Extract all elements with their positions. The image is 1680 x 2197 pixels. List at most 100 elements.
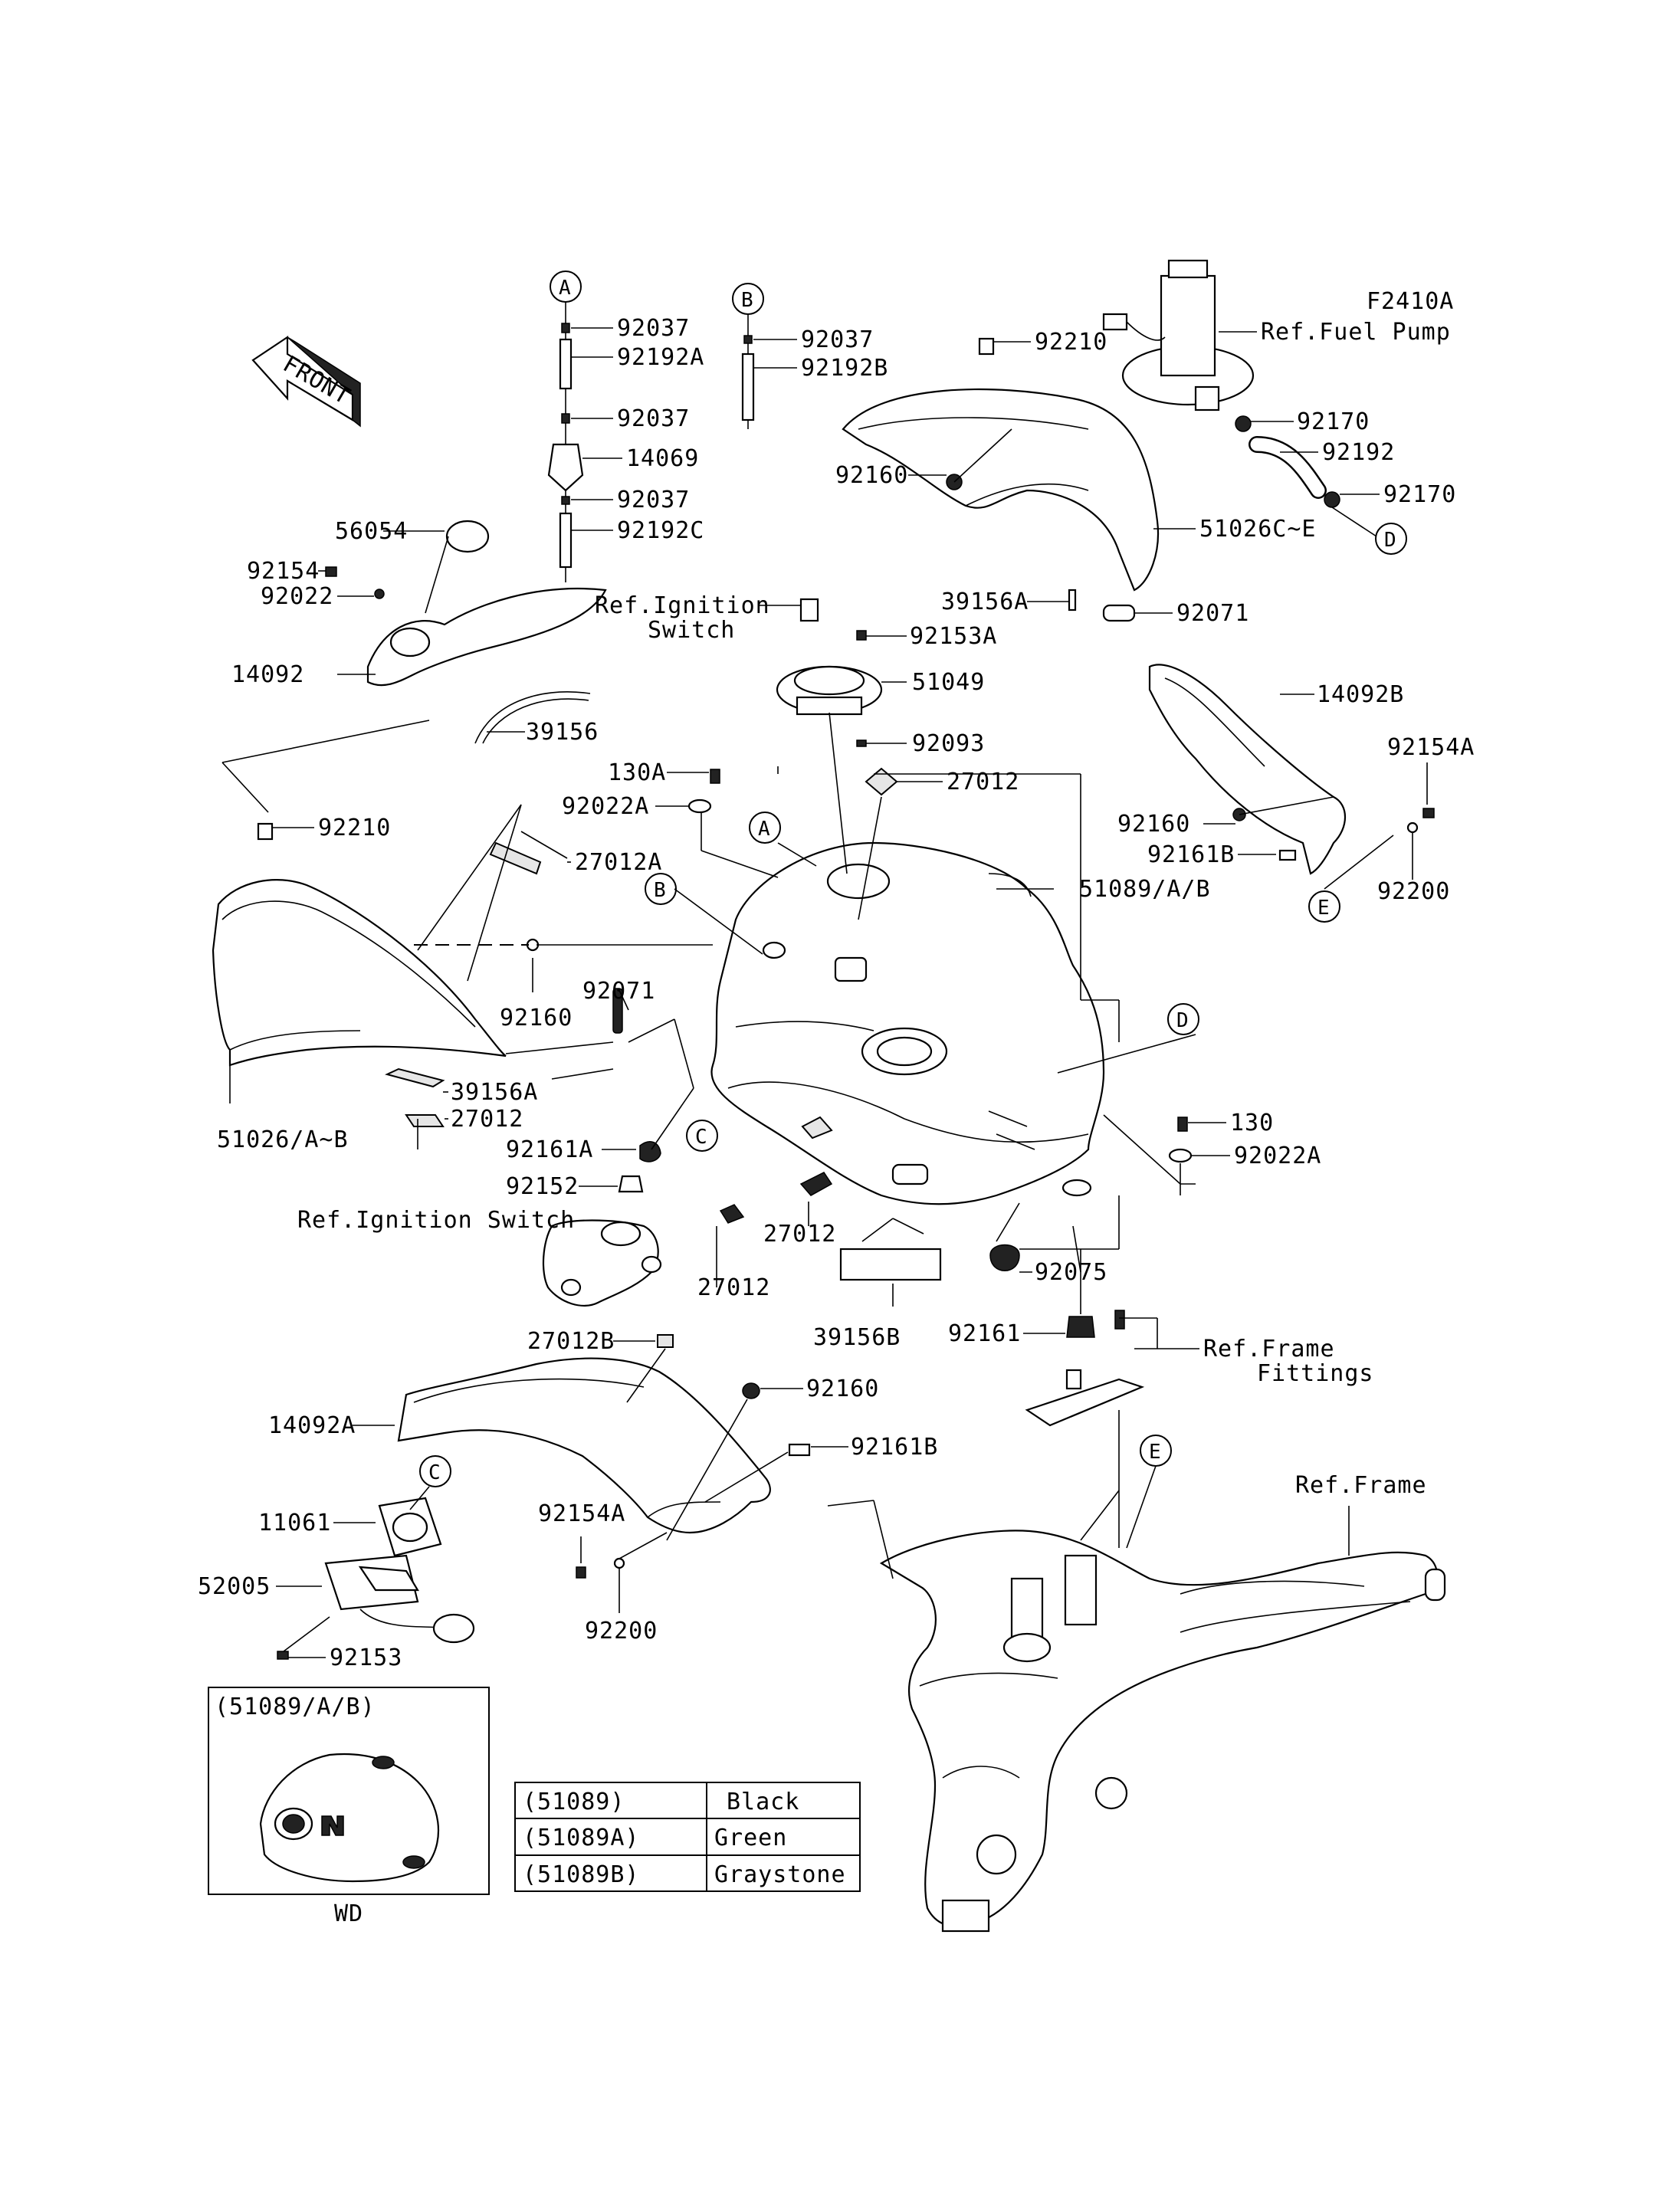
- gasket-11061: [378, 1497, 442, 1557]
- part-14092B: 14092B: [1317, 681, 1404, 708]
- part-56054: 56054: [335, 518, 408, 545]
- ref-frame-fittings-1: Ref.Frame: [1203, 1336, 1335, 1362]
- cover-14092: [366, 587, 607, 687]
- callout-a-top: A: [550, 271, 582, 303]
- frame: [879, 1530, 1446, 1933]
- callout-b-tank: B: [645, 873, 677, 905]
- part-51049: 51049: [912, 669, 985, 696]
- part-92071-top: 92071: [1176, 600, 1249, 627]
- color-table-color-2: Graystone: [714, 1861, 846, 1888]
- side-cover-left: [212, 879, 507, 1067]
- part-92037-a1: 92037: [617, 315, 690, 342]
- part-51026AB: 51026/A~B: [217, 1126, 349, 1153]
- ref-ignition-switch-top-2: Switch: [648, 617, 735, 644]
- tank-wd-illustration: [259, 1753, 440, 1883]
- fuel-pump: [1102, 259, 1255, 412]
- callout-c-bot: C: [419, 1455, 451, 1487]
- part-92154A-bot: 92154A: [538, 1500, 625, 1527]
- ref-ignition-switch-mid: Ref.Ignition Switch: [297, 1207, 575, 1234]
- part-92160-mid: 92160: [500, 1005, 573, 1031]
- part-92210-top: 92210: [1035, 329, 1107, 356]
- callout-d-top: D: [1375, 523, 1407, 555]
- part-14092: 14092: [231, 661, 304, 688]
- svg-text:E: E: [1317, 897, 1330, 920]
- callout-e-right: E: [1308, 890, 1340, 923]
- part-130A: 130A: [608, 759, 666, 786]
- part-39156: 39156: [526, 719, 599, 746]
- color-table: (51089) Black (51089A) Green (51089B) Gr…: [514, 1782, 861, 1892]
- svg-text:E: E: [1149, 1441, 1161, 1464]
- part-92200-bot: 92200: [585, 1618, 658, 1644]
- svg-text:D: D: [1384, 529, 1396, 552]
- part-92037-a2: 92037: [617, 405, 690, 432]
- part-92161B-bot: 92161B: [851, 1434, 938, 1461]
- part-39156A-mid: 39156A: [451, 1079, 538, 1106]
- part-92192A: 92192A: [617, 344, 704, 371]
- part-92161: 92161: [948, 1320, 1021, 1347]
- svg-text:B: B: [741, 289, 753, 312]
- callout-b-top: B: [732, 283, 764, 315]
- color-table-code-2: (51089B): [523, 1861, 640, 1888]
- part-39156A-top: 39156A: [941, 589, 1029, 615]
- tank-cover-top: [842, 337, 1159, 592]
- svg-text:A: A: [758, 818, 770, 841]
- part-92075: 92075: [1035, 1259, 1107, 1286]
- part-14069: 14069: [626, 445, 699, 472]
- callout-d-mid: D: [1167, 1003, 1199, 1035]
- part-92154: 92154: [247, 558, 320, 585]
- ref-ignition-switch-top-1: Ref.Ignition: [595, 592, 770, 619]
- callout-e-frame: E: [1140, 1435, 1172, 1467]
- part-92022: 92022: [261, 583, 333, 610]
- part-92152: 92152: [506, 1173, 579, 1200]
- inset-caption: WD: [334, 1900, 363, 1927]
- part-92160-right: 92160: [1117, 811, 1190, 838]
- callout-c-mid: C: [686, 1120, 718, 1152]
- part-39156B: 39156B: [813, 1324, 901, 1351]
- part-92210-left: 92210: [318, 815, 391, 841]
- part-92153: 92153: [330, 1644, 402, 1671]
- part-92022A-top: 92022A: [562, 793, 649, 820]
- fuel-tank: [710, 841, 1105, 1205]
- part-92192C: 92192C: [617, 517, 704, 544]
- part-92200-right: 92200: [1377, 878, 1450, 905]
- ref-fuel-pump: Ref.Fuel Pump: [1261, 319, 1451, 346]
- part-92037-b: 92037: [801, 326, 874, 353]
- part-92192: 92192: [1322, 439, 1395, 466]
- part-51026CE: 51026C~E: [1199, 516, 1317, 543]
- gasket-56054: [445, 520, 490, 553]
- part-92154A-right: 92154A: [1387, 734, 1475, 761]
- ref-frame-fittings-2: Fittings: [1257, 1360, 1374, 1387]
- part-52005: 52005: [198, 1573, 271, 1600]
- cover-14092B: [1148, 664, 1346, 875]
- svg-text:A: A: [559, 277, 571, 300]
- seal-39156B: [839, 1248, 942, 1281]
- part-27012A: 27012A: [575, 849, 662, 876]
- breather-hose-b: [741, 314, 755, 429]
- part-130: 130: [1230, 1110, 1274, 1136]
- part-92170-a: 92170: [1297, 408, 1370, 435]
- ref-frame: Ref.Frame: [1295, 1472, 1427, 1499]
- part-51089AB: 51089/A/B: [1079, 876, 1211, 903]
- part-11061: 11061: [258, 1510, 331, 1536]
- part-92160-bot: 92160: [806, 1376, 879, 1402]
- color-table-color-0: Black: [727, 1789, 799, 1815]
- sensor-52005: [324, 1554, 475, 1644]
- part-92160-top: 92160: [835, 462, 908, 489]
- ignition-switch: [542, 1219, 662, 1307]
- breather-hose-a: [547, 302, 584, 582]
- fuel-hose: [1235, 415, 1340, 508]
- seal-39156A-top: [1068, 589, 1077, 612]
- part-27012-top: 27012: [947, 769, 1019, 795]
- part-92192B: 92192B: [801, 355, 888, 382]
- callout-a-tank: A: [749, 812, 781, 844]
- front-arrow-icon: FRONT: [251, 335, 361, 428]
- inset-box: [208, 1687, 490, 1895]
- part-92161B-right: 92161B: [1147, 841, 1235, 868]
- svg-text:C: C: [428, 1461, 441, 1484]
- diagram-code: F2410A: [1367, 288, 1454, 315]
- part-14092A: 14092A: [268, 1412, 356, 1439]
- svg-text:C: C: [695, 1126, 707, 1149]
- part-92022A-right: 92022A: [1234, 1143, 1321, 1169]
- part-27012-left: 27012: [451, 1106, 523, 1133]
